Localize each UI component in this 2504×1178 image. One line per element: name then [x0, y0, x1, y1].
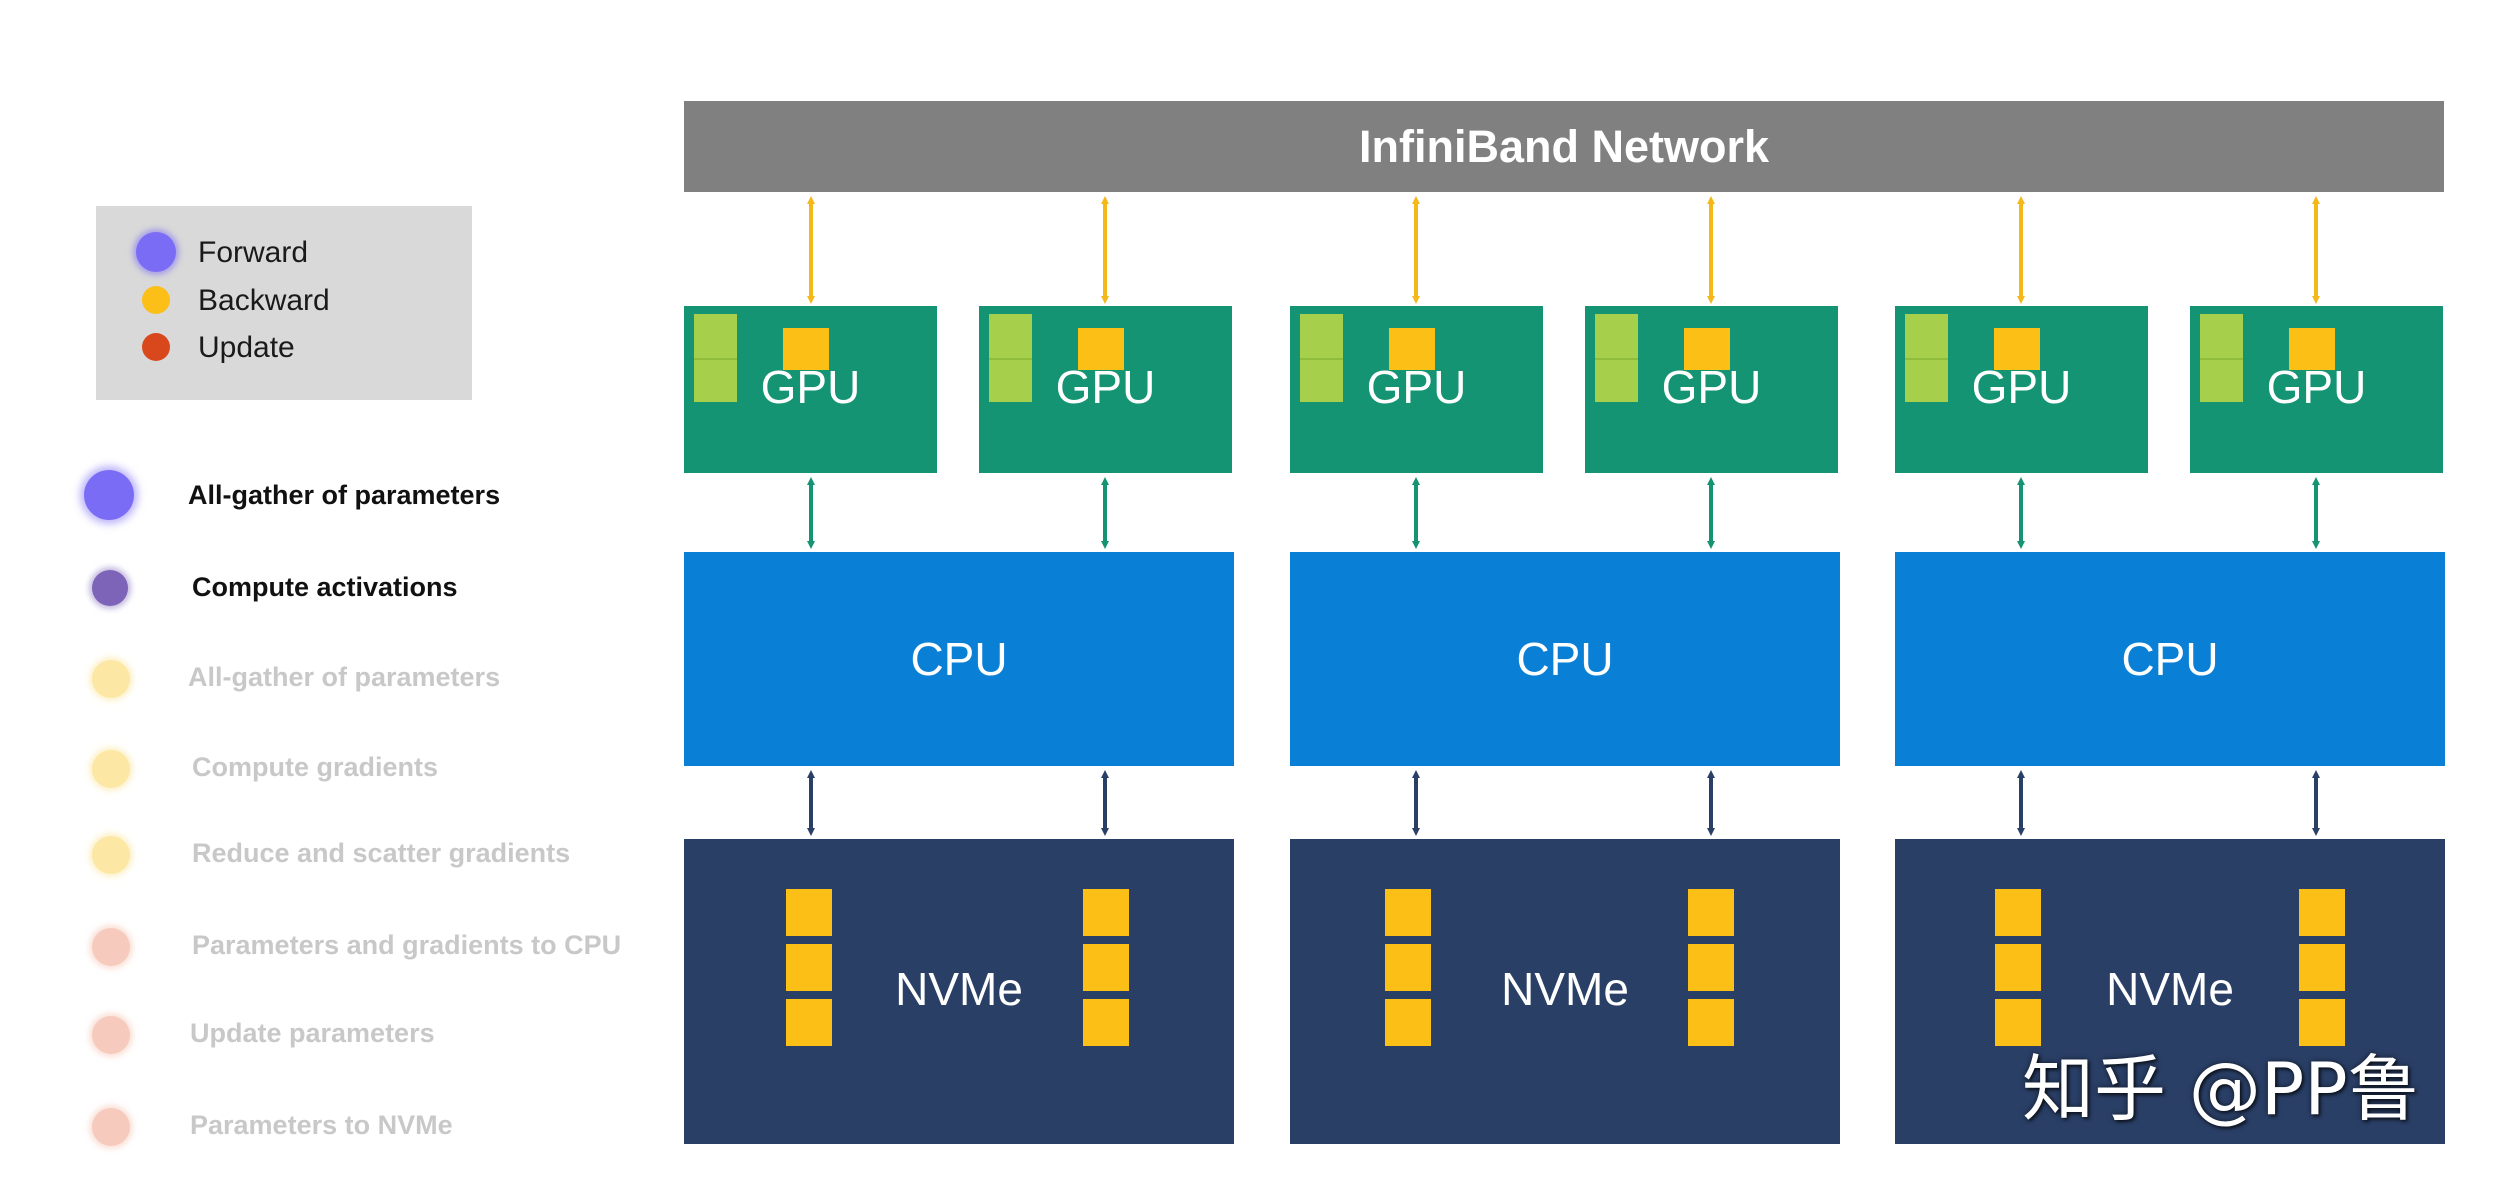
param-block	[1083, 999, 1129, 1046]
cpu-nvme-arrows	[807, 770, 2320, 836]
step-label: Compute activations	[192, 572, 458, 602]
step-dot-icon	[92, 928, 130, 966]
step-dot-icon	[92, 1016, 130, 1054]
shard-block	[694, 314, 737, 402]
step-label: All-gather of parameters	[188, 662, 501, 692]
network-label: InfiniBand Network	[1358, 120, 1769, 172]
shard-block	[1300, 314, 1343, 402]
param-block	[1078, 328, 1124, 370]
param-block	[2299, 944, 2345, 991]
cpu-label: CPU	[1516, 633, 1614, 685]
cpu-node: CPU	[1290, 552, 1840, 766]
step-label: Reduce and scatter gradients	[192, 838, 571, 868]
backward-dot-icon	[142, 286, 170, 314]
shard-block	[1595, 314, 1638, 402]
param-block	[1389, 328, 1435, 370]
param-block	[1385, 999, 1431, 1046]
param-block	[1688, 999, 1734, 1046]
step-label: Parameters and gradients to CPU	[192, 930, 622, 960]
step-dot-icon	[92, 750, 130, 788]
param-block	[1995, 999, 2041, 1046]
param-block	[786, 999, 832, 1046]
step-dot-icon	[92, 1108, 130, 1146]
legend-box: Forward Backward Update	[96, 206, 472, 400]
gpu-label: GPU	[1366, 361, 1467, 413]
cpu-label: CPU	[910, 633, 1008, 685]
step-label: Compute gradients	[192, 752, 439, 782]
param-block	[1385, 889, 1431, 936]
cpu-node: CPU	[684, 552, 1234, 766]
param-block	[786, 889, 832, 936]
gpu-label: GPU	[1971, 361, 2072, 413]
gpu-node: GPU	[1290, 306, 1543, 473]
gpu-label: GPU	[760, 361, 861, 413]
param-block	[1385, 944, 1431, 991]
param-block	[2299, 889, 2345, 936]
nvme-node: NVMe	[684, 839, 1234, 1144]
shard-block	[1905, 314, 1948, 402]
step-dot-icon	[92, 570, 128, 606]
update-dot-icon	[142, 333, 170, 361]
gpu-node: GPU	[684, 306, 937, 473]
step-dot-icon	[84, 470, 134, 520]
legend-label: Backward	[198, 284, 330, 317]
gpu-node: GPU	[979, 306, 1232, 473]
step-dot-icon	[92, 836, 130, 874]
gpu-node: GPU	[1585, 306, 1838, 473]
gpu-label: GPU	[1055, 361, 1156, 413]
param-block	[1083, 889, 1129, 936]
nvme-label: NVMe	[2106, 963, 2234, 1015]
step-label: All-gather of parameters	[188, 480, 501, 510]
gpu-node: GPU	[2190, 306, 2443, 473]
param-block	[1995, 944, 2041, 991]
param-block	[1688, 889, 1734, 936]
gpu-cpu-arrows	[807, 477, 2320, 549]
legend-label: Update	[198, 331, 295, 364]
cpu-label: CPU	[2121, 633, 2219, 685]
network-gpu-arrows	[807, 196, 2320, 304]
step-label: Update parameters	[190, 1018, 435, 1048]
gpu-node: GPU	[1895, 306, 2148, 473]
param-block	[1994, 328, 2040, 370]
legend-label: Forward	[198, 236, 309, 269]
nvme-node: NVMe	[1895, 839, 2445, 1144]
cpu-node: CPU	[1895, 552, 2445, 766]
step-dot-icon	[92, 660, 130, 698]
gpu-label: GPU	[1661, 361, 1762, 413]
watermark: 知乎 @PP鲁	[2022, 1047, 2420, 1131]
param-block	[1083, 944, 1129, 991]
shard-block	[989, 314, 1032, 402]
param-block	[1684, 328, 1730, 370]
nvme-node: NVMe	[1290, 839, 1840, 1144]
param-block	[2299, 999, 2345, 1046]
nvme-label: NVMe	[1501, 963, 1629, 1015]
param-block	[1688, 944, 1734, 991]
param-block	[2289, 328, 2335, 370]
forward-dot-icon	[136, 232, 176, 272]
step-label: Parameters to NVMe	[190, 1110, 453, 1140]
param-block	[1995, 889, 2041, 936]
param-block	[786, 944, 832, 991]
nvme-label: NVMe	[895, 963, 1023, 1015]
gpu-label: GPU	[2266, 361, 2367, 413]
shard-block	[2200, 314, 2243, 402]
param-block	[783, 328, 829, 370]
infiniband-network: InfiniBand Network	[684, 101, 2444, 192]
